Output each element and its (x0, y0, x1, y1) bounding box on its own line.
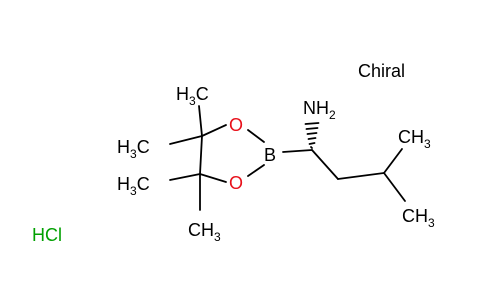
bond-c1-c2 (311, 149, 339, 180)
bond-c2-c3 (337, 172, 385, 180)
methyl-right-lower-label: CH3 (402, 206, 435, 230)
oxygen-bottom-label: O (229, 173, 243, 193)
bond-c4-me-left (169, 135, 203, 145)
methyl-bottom-label: CH3 (188, 220, 221, 244)
atom-labels: Chiral HCl NH2 B O O H3C H3C H3C CH3 (32, 61, 435, 245)
bond-o2-c5 (199, 173, 227, 183)
bond-c4-c5 (199, 135, 203, 175)
methyl-ring-lower-label: H3C (117, 174, 150, 198)
bond-c4-me-top (198, 105, 203, 137)
oxygen-top-label: O (229, 115, 243, 135)
bond-b-o2 (247, 164, 265, 177)
hcl-label: HCl (32, 225, 62, 245)
amine-label: NH2 (303, 98, 336, 122)
bond-c5-me-left (169, 173, 201, 181)
bond-o1-b (247, 129, 265, 143)
bond-c3-me-up (383, 148, 403, 174)
hashed-wedge-bond (304, 122, 320, 149)
bond-layer (169, 105, 406, 211)
boron-label: B (264, 145, 276, 165)
methyl-ring-upper-label: H3C (117, 137, 150, 161)
methyl-right-upper-label: CH3 (398, 127, 431, 151)
bond-b-c1 (282, 149, 313, 153)
methyl-top-label: H3C (176, 84, 209, 108)
chiral-label: Chiral (358, 61, 405, 81)
bond-c3-me-down (383, 172, 406, 202)
bond-c4-o1 (201, 124, 227, 137)
